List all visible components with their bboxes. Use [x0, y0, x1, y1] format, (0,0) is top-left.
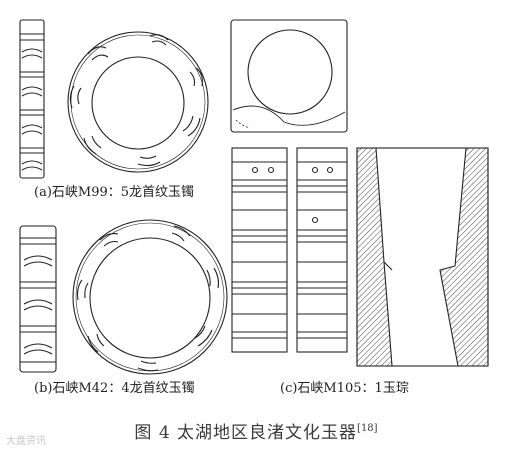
caption-c: (c)石峡M105：1玉琮: [280, 381, 409, 396]
bracelet-a-top-view: [67, 31, 209, 173]
bracelet-a-side-view: [19, 19, 45, 179]
figure-title: 图 4 太湖地区良渚文化玉器[18]: [0, 418, 512, 444]
caption-b: (b)石峡M42：4龙首纹玉镯: [34, 381, 195, 396]
bracelet-b-top-view: [72, 219, 228, 375]
cong-elevation-left: [231, 147, 288, 353]
figure-title-text: 图 4 太湖地区良渚文化玉器: [134, 423, 358, 443]
caption-a: (a)石峡M99：5龙首纹玉镯: [34, 185, 195, 200]
watermark: 大盘资讯: [6, 436, 46, 447]
cong-top-view: [230, 19, 348, 133]
cong-elevation-right: [296, 147, 348, 353]
figure-title-reference: [18]: [357, 423, 378, 434]
bracelet-b-side-view: [19, 225, 57, 373]
cong-cross-section: [356, 147, 489, 367]
